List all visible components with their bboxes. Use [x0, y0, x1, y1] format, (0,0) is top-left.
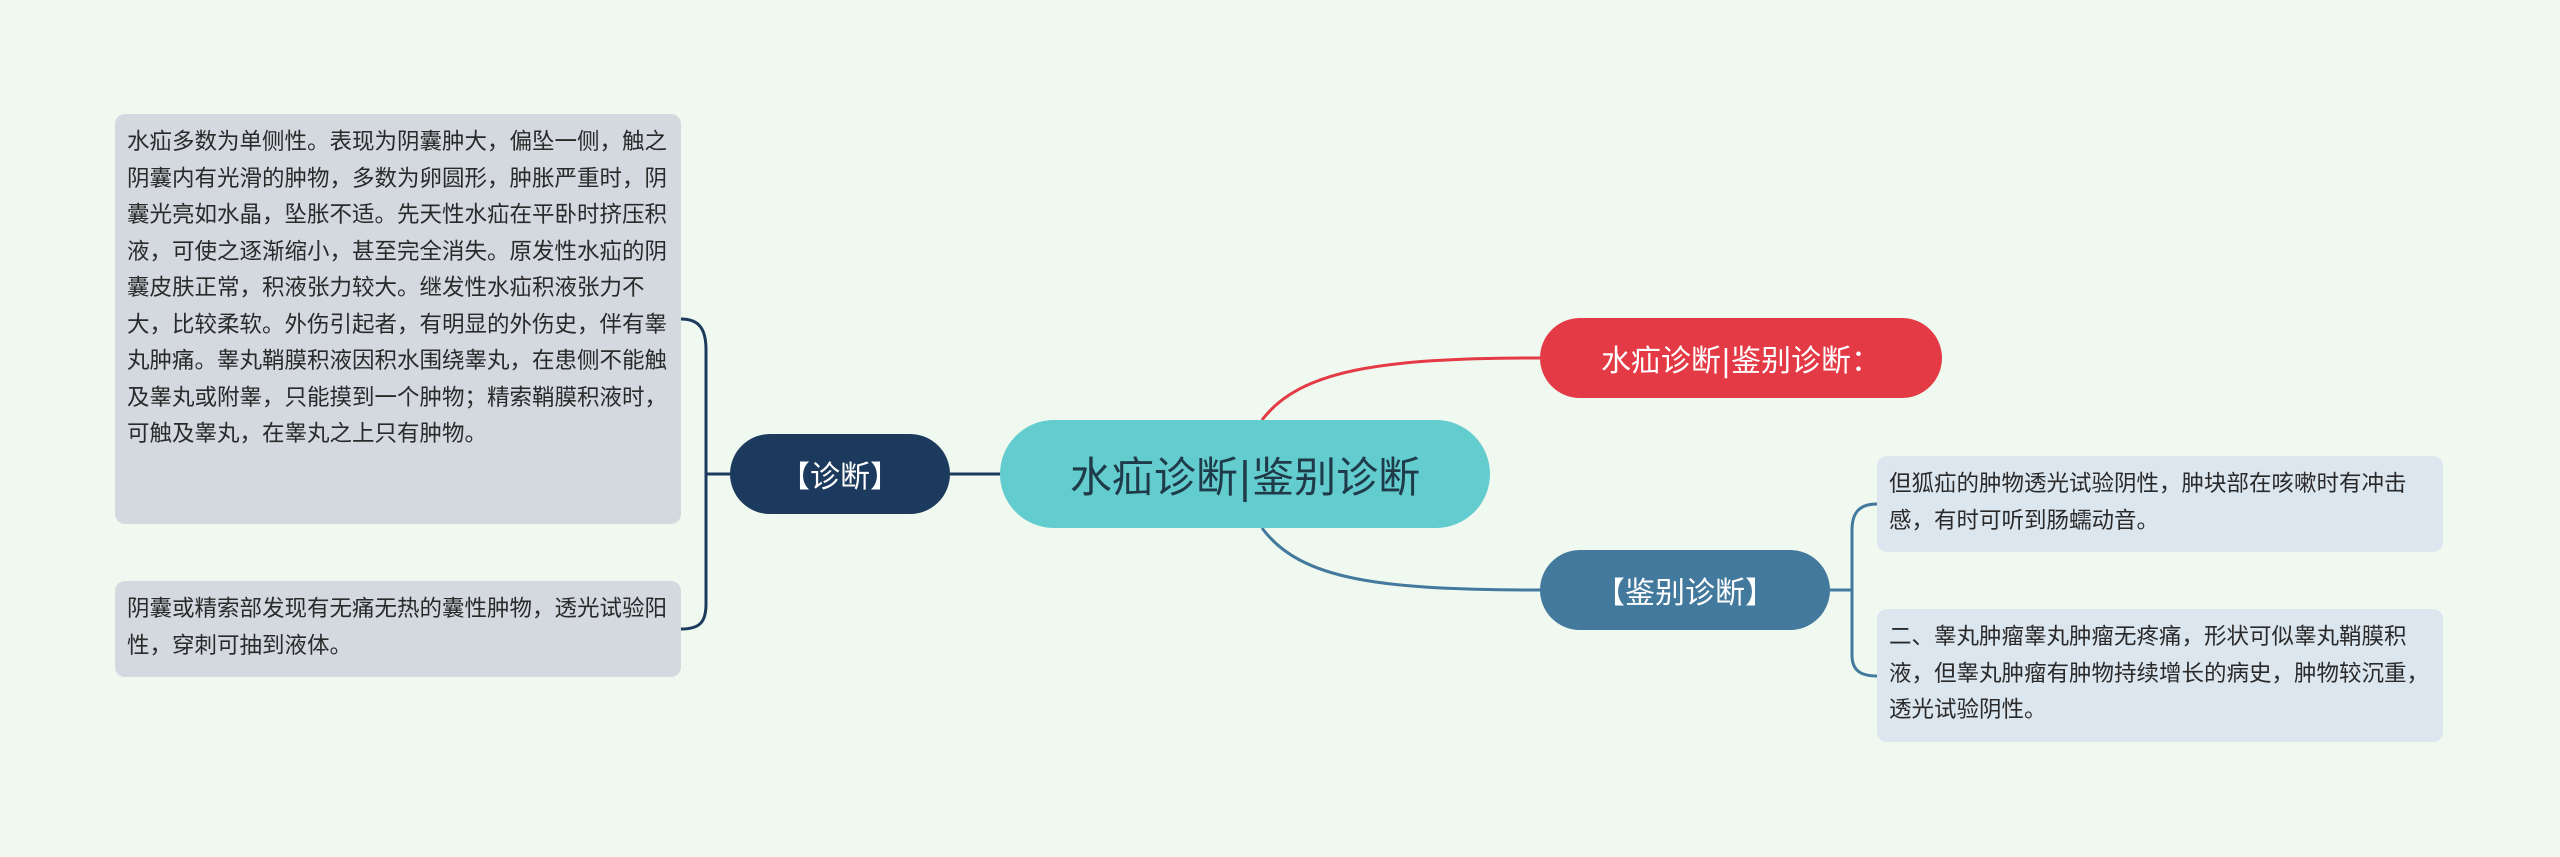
summary-branch-label: 水疝诊断|鉴别诊断：: [1600, 344, 1882, 379]
diagnosis-branch-label: 【诊断】: [780, 460, 900, 495]
differential-leaf-inguinal-hernia-text: 但狐疝的肿物透光试验阴性，肿块部在咳嗽时有冲击感，有时可听到肠蠕动音。: [1889, 471, 2407, 534]
connector-root-summary: [1260, 356, 1541, 421]
root-node[interactable]: 水疝诊断|鉴别诊断: [1000, 420, 1490, 528]
differential-leaf-testicular-tumor[interactable]: 二、睾丸肿瘤睾丸肿瘤无疼痛，形状可似睾丸鞘膜积液，但睾丸肿瘤有肿物持续增长的病史…: [1877, 609, 2443, 742]
diagnosis-leaf-transillumination-text: 阴囊或精索部发现有无痛无热的囊性肿物，透光试验阳性，穿刺可抽到液体。: [127, 596, 668, 659]
root-node-label: 水疝诊断|鉴别诊断: [1069, 452, 1421, 502]
diagnosis-leaf-symptoms-text: 水疝多数为单侧性。表现为阴囊肿大，偏坠一侧，触之阴囊内有光滑的肿物，多数为卵圆形…: [127, 129, 668, 447]
connector-root-differential: [1260, 527, 1541, 592]
differential-branch-node[interactable]: 【鉴别诊断】: [1540, 550, 1830, 630]
differential-branch-label: 【鉴别诊断】: [1595, 576, 1775, 611]
differential-leaf-inguinal-hernia[interactable]: 但狐疝的肿物透光试验阴性，肿块部在咳嗽时有冲击感，有时可听到肠蠕动音。: [1877, 456, 2443, 552]
diagnosis-leaf-transillumination[interactable]: 阴囊或精索部发现有无痛无热的囊性肿物，透光试验阳性，穿刺可抽到液体。: [115, 581, 681, 677]
differential-leaf-testicular-tumor-text: 二、睾丸肿瘤睾丸肿瘤无疼痛，形状可似睾丸鞘膜积液，但睾丸肿瘤有肿物持续增长的病史…: [1889, 624, 2430, 723]
connector-differential-leaves: [1830, 502, 1878, 678]
diagnosis-leaf-symptoms[interactable]: 水疝多数为单侧性。表现为阴囊肿大，偏坠一侧，触之阴囊内有光滑的肿物，多数为卵圆形…: [115, 114, 681, 524]
connector-diagnosis-leaves: [680, 317, 730, 631]
diagnosis-branch-node[interactable]: 【诊断】: [730, 434, 950, 514]
summary-branch-node[interactable]: 水疝诊断|鉴别诊断：: [1540, 318, 1942, 398]
